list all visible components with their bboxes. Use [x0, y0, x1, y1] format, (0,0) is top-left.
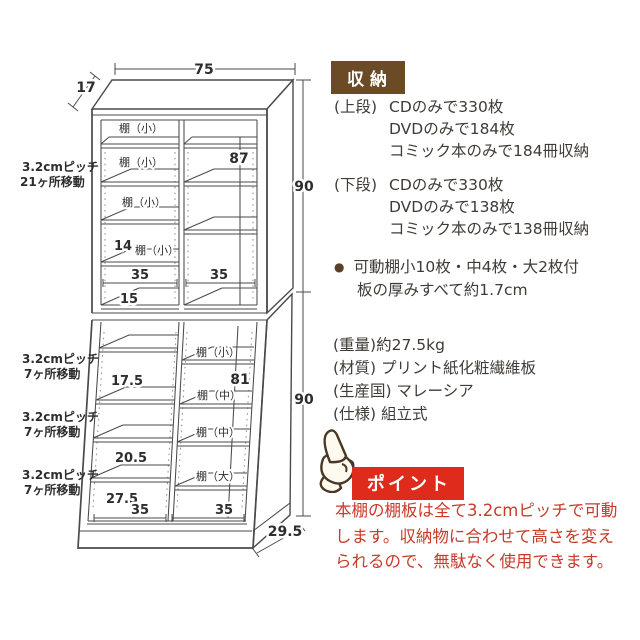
cabinet-top-face — [90, 79, 295, 110]
storage-header-label: 収納 — [347, 70, 393, 90]
storage-upper-line: DVDのみで184枚 — [389, 120, 515, 138]
storage-upper-line: コミック本のみで184冊収納 — [389, 142, 590, 160]
dim-depth-top-line — [67, 71, 101, 112]
cabinet-right-face-upper — [266, 78, 294, 315]
point-header-badge: ポイント — [352, 467, 464, 500]
upper-right-shelves — [183, 136, 257, 310]
inner-dim-14: 14 — [114, 239, 132, 254]
spec-weight: (重量)約27.5kg — [333, 336, 445, 354]
dim-depth-bottom-line — [252, 522, 306, 558]
pitch-lower1-line2: 7ヶ所移動 — [24, 366, 80, 381]
point-header-label: ポイント — [367, 474, 451, 495]
shelf-mid-label-2: 棚（中） — [196, 425, 240, 439]
storage-header-badge: 収納 — [331, 61, 405, 94]
inner-dim-27-5: 27.5 — [106, 492, 138, 507]
storage-upper-label: (上段) — [334, 98, 378, 116]
shelf-small-label-2: 棚（小） — [119, 155, 163, 169]
lower-left-shelves — [90, 334, 178, 483]
storage-lower-line: DVDのみで138枚 — [389, 198, 515, 216]
point-line: られるので、無駄なく使用できます。 — [335, 552, 614, 571]
lower-unit-outline — [77, 319, 268, 549]
storage-lower-line: CDのみで330枚 — [389, 176, 504, 194]
dim-height-lower-label: 90 — [294, 392, 314, 408]
inner-dim-35-upper-right: 35 — [210, 268, 228, 283]
pitch-lower3-line2: 7ヶ所移動 — [24, 482, 80, 497]
storage-lower-label: (下段) — [334, 176, 378, 194]
spec-country: (生産国) マレーシア — [333, 382, 474, 400]
spec-material: (材質) プリント紙化粧繊維板 — [333, 359, 537, 377]
inner-dim-35-lower-left: 35 — [131, 503, 149, 518]
inner-dim-35-lower-right: 35 — [215, 503, 233, 518]
pitch-lower1-line1: 3.2cmピッチ — [22, 352, 99, 366]
storage-lower-line: コミック本のみで138冊収納 — [389, 220, 590, 238]
inner-dim-35-upper-left: 35 — [131, 268, 149, 283]
upper-left-shelves — [100, 136, 179, 310]
dim-width-line — [114, 63, 296, 75]
movable-shelf-note-line2: 板の厚みすべて約1.7cm — [357, 281, 528, 299]
cabinet-right-face-lower — [252, 292, 293, 550]
pitch-lower3-line1: 3.2cmピッチ — [22, 468, 99, 482]
lower-right-shelves — [174, 346, 254, 491]
storage-upper-line: CDのみで330枚 — [389, 98, 504, 116]
spec-list: (重量)約27.5kg (材質) プリント紙化粧繊維板 (生産国) マレーシア … — [333, 334, 633, 426]
pitch-upper-line2: 21ヶ所移動 — [20, 174, 85, 189]
spec-assembly: (仕様) 組立式 — [333, 405, 428, 423]
inner-dim-81: 81 — [230, 372, 249, 388]
bullet-icon: ● — [334, 260, 345, 274]
shelf-small-label-5: 棚（小） — [196, 345, 240, 359]
dim-depth-top-label: 17 — [76, 80, 95, 96]
point-line: 本棚の棚板は全て3.2cmピッチで可動 — [335, 501, 618, 520]
shelf-small-label-1: 棚（小） — [119, 121, 163, 135]
inner-dim-87: 87 — [229, 151, 248, 167]
inner-dim-20-5: 20.5 — [115, 451, 147, 466]
point-description: 本棚の棚板は全て3.2cmピッチで可動 します。収納物に合わせて高さを変え られ… — [335, 498, 635, 575]
furniture-dimension-diagram: 75 17 90 90 29.5 3.2cmピッチ 21ヶ所移動 3.2cmピッ… — [20, 62, 314, 558]
storage-upper-row: (上段) CDのみで330枚 DVDのみで184枚 コミック本のみで184冊収納 — [334, 96, 634, 162]
shelf-small-label-3: 棚（小） — [122, 195, 166, 209]
storage-upper-lines: CDのみで330枚 DVDのみで184枚 コミック本のみで184冊収納 — [389, 96, 589, 162]
inner-dim-15: 15 — [120, 292, 138, 307]
storage-lower-lines: CDのみで330枚 DVDのみで138枚 コミック本のみで138冊収納 — [389, 174, 589, 240]
dim-width-label: 75 — [194, 62, 213, 78]
pointing-hand-icon — [319, 429, 355, 493]
dim-height-lower-line — [296, 292, 311, 517]
upper-unit-outline — [91, 109, 268, 313]
dim-height-upper-label: 90 — [294, 179, 314, 195]
dim-depth-bottom-label: 29.5 — [268, 524, 303, 540]
pitch-lower2-line2: 7ヶ所移動 — [24, 424, 80, 439]
movable-shelf-note: ● 可動棚小10枚・中4枚・大2枚付 板の厚みすべて約1.7cm — [334, 256, 634, 301]
shelf-mid-label-1: 棚（中） — [197, 388, 241, 402]
shelf-large-label: 棚（大） — [196, 469, 240, 483]
storage-lower-row: (下段) CDのみで330枚 DVDのみで138枚 コミック本のみで138冊収納 — [334, 174, 634, 240]
shelf-small-label-4: 棚（小） — [135, 243, 179, 257]
pitch-upper-line1: 3.2cmピッチ — [22, 160, 99, 174]
pin-hole-lines-lower — [92, 331, 253, 509]
movable-shelf-note-line1: 可動棚小10枚・中4枚・大2枚付 — [353, 258, 579, 276]
pitch-lower2-line1: 3.2cmピッチ — [22, 410, 99, 424]
point-line: します。収納物に合わせて高さを変え — [335, 526, 614, 546]
inner-dim-17-5: 17.5 — [111, 374, 143, 389]
